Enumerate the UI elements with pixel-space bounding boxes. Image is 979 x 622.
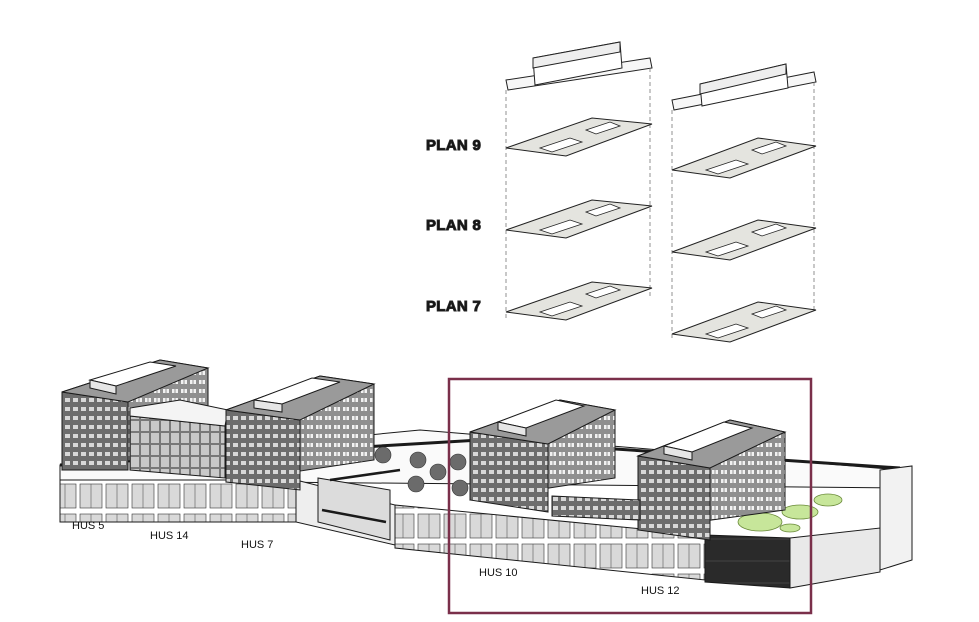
left-stack-roof — [505, 41, 653, 91]
plan-label-7: PLAN 7 — [426, 298, 481, 315]
right-stack-roof — [671, 63, 817, 111]
left-floor-slabs — [505, 117, 653, 321]
plan-label-9: PLAN 9 — [426, 137, 481, 154]
label-hus-10: HUS 10 — [479, 567, 518, 579]
plan-label-8: PLAN 8 — [426, 217, 481, 234]
courtyard-trees — [374, 446, 469, 497]
tower-hus-10 — [469, 399, 617, 513]
tower-hus-7 — [225, 375, 376, 491]
label-hus-14: HUS 14 — [150, 530, 189, 542]
plan-cores — [538, 121, 788, 339]
label-hus-12: HUS 12 — [641, 585, 680, 597]
public-staircase — [317, 468, 401, 541]
building-labels: HUS 5 HUS 14 HUS 7 HUS 10 HUS 12 — [72, 520, 680, 597]
exploded-floor-plans: PLAN 9 PLAN 8 PLAN 7 — [426, 41, 817, 343]
connector-building — [551, 495, 641, 521]
right-floor-slabs — [671, 137, 817, 343]
podium-facade-east — [394, 504, 881, 589]
tower-hus-14 — [129, 399, 229, 479]
projection-lines — [505, 68, 815, 338]
label-hus-7: HUS 7 — [241, 539, 273, 551]
roof-garden — [737, 493, 843, 533]
highlight-frame — [447, 377, 813, 615]
tower-hus-12 — [636, 419, 787, 541]
building-complex — [59, 359, 913, 589]
label-hus-5: HUS 5 — [72, 520, 104, 532]
